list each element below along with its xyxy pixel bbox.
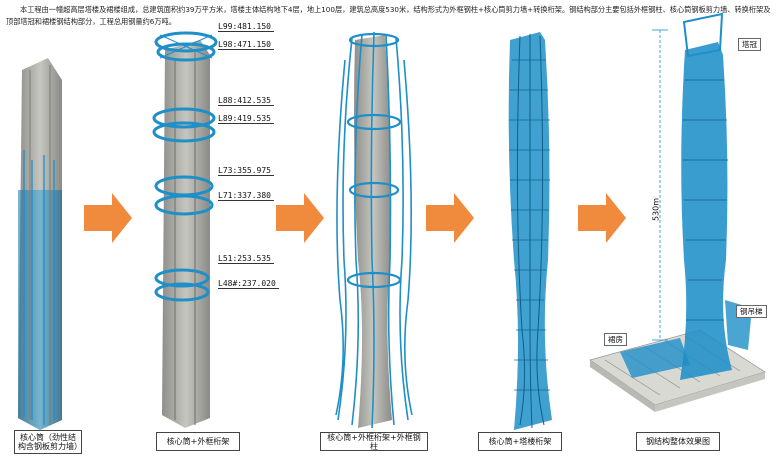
core-tube-tower xyxy=(18,58,62,430)
tag-crown: 塔冠 xyxy=(738,38,761,51)
arrow-1 xyxy=(84,193,132,243)
level-label-l98: L98:471.150 xyxy=(218,40,274,50)
level-label-l48: L48#:237.020 xyxy=(218,279,279,289)
tower-truss-frame xyxy=(508,32,552,430)
intro-paragraph: 本工程由一幢超高层塔楼及裙楼组成，总建筑面积约39万平方米，塔楼主体结构地下4层… xyxy=(6,4,776,28)
perimeter-column-tower xyxy=(335,31,413,429)
height-label: 530m xyxy=(651,197,661,222)
arrow-3 xyxy=(426,193,474,243)
level-label-l89: L89:419.535 xyxy=(218,114,274,124)
intro-text: 本工程由一幢超高层塔楼及裙楼组成，总建筑面积约39万平方米，塔楼主体结构地下4层… xyxy=(6,5,771,26)
level-label-l51: L51:253.535 xyxy=(218,254,274,264)
arrow-4 xyxy=(578,193,626,243)
caption-stage-2: 核心筒+外框桁架 xyxy=(156,432,240,451)
process-arrows xyxy=(84,193,626,243)
level-label-l73: L73:355.975 xyxy=(218,166,274,176)
caption-stage-3: 核心筒+外框桁架+外框钢柱 xyxy=(320,432,428,451)
tag-platform: 钢吊梯 xyxy=(736,305,767,318)
caption-stage-5: 钢结构整体效果图 xyxy=(636,432,720,451)
arrow-2 xyxy=(276,193,324,243)
level-label-l88: L88:412.535 xyxy=(218,96,274,106)
core-outrigger-tower xyxy=(152,31,218,428)
level-label-l71: L71:337.380 xyxy=(218,191,274,201)
tag-podium: 裙房 xyxy=(604,333,627,346)
caption-stage-4: 核心筒+塔楼桁架 xyxy=(478,432,562,451)
level-label-l99: L99:481.150 xyxy=(218,22,274,32)
caption-stage-1: 核心筒（劲性结构含钢板剪力墙） xyxy=(14,430,82,454)
